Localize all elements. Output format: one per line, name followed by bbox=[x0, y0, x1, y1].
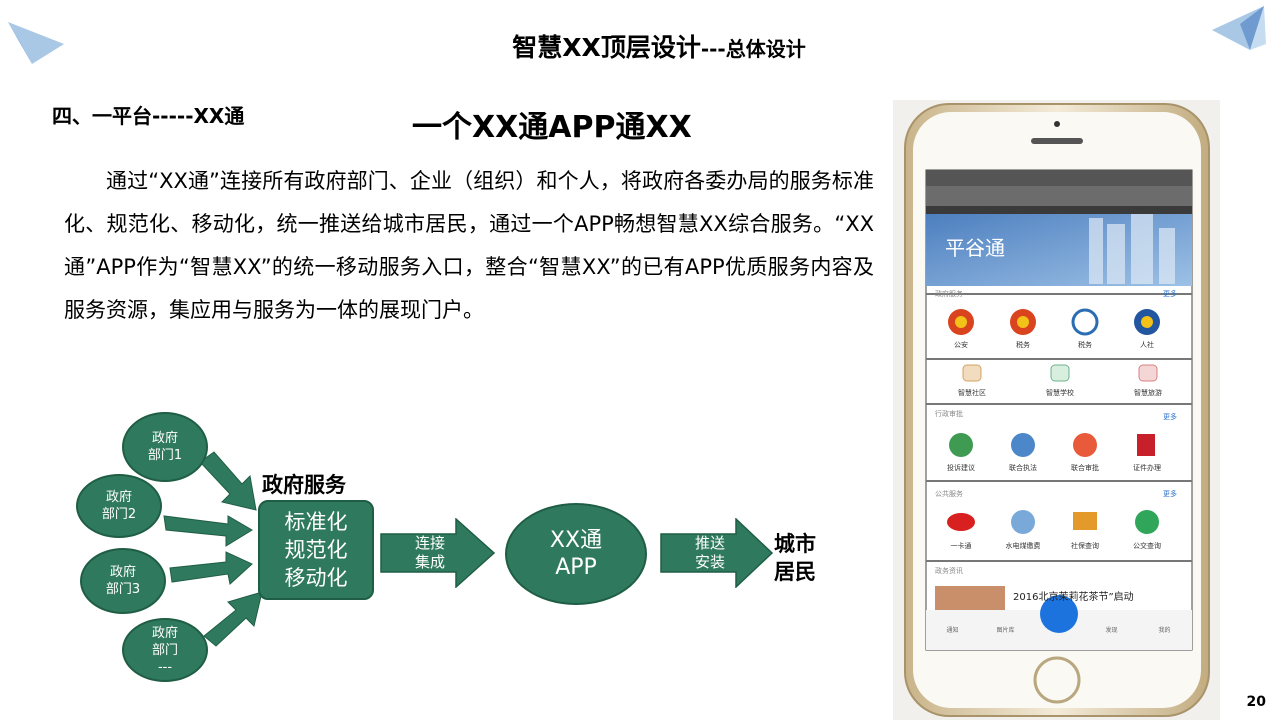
connect-arrow-line2: 集成 bbox=[414, 553, 445, 571]
phone-item-label[interactable]: 水电煤缴费 bbox=[1005, 542, 1041, 550]
push-arrow-line2: 安装 bbox=[694, 553, 725, 571]
phone-item-label[interactable]: 联合执法 bbox=[1009, 464, 1037, 472]
phone-news-item[interactable]: 2016北京茉莉花茶节”启动 bbox=[1013, 592, 1134, 603]
phone-item-label[interactable]: 智慧学校 bbox=[1046, 389, 1074, 397]
citizen-label: 城市 居民 bbox=[774, 530, 816, 586]
citizen-line1: 城市 bbox=[774, 532, 816, 556]
department-node-4: 政府 部门 --- bbox=[122, 618, 208, 682]
phone-item-label[interactable]: 公交查询 bbox=[1133, 542, 1161, 550]
department-3-line2: 部门3 bbox=[105, 582, 141, 597]
phone-tab-center[interactable] bbox=[1032, 625, 1085, 634]
phone-item-label[interactable]: 证件办理 bbox=[1133, 464, 1161, 472]
phone-tab-discover[interactable]: 发现 bbox=[1105, 627, 1118, 634]
headline: 一个XX通APP通XX bbox=[412, 110, 692, 145]
connect-arrow-label: 连接 集成 bbox=[402, 534, 458, 572]
body-paragraph: 通过“XX通”连接所有政府部门、企业（组织）和个人，将政府各委办局的服务标准化、… bbox=[64, 169, 874, 322]
department-node-3: 政府 部门3 bbox=[80, 548, 166, 614]
phone-mockup: 平谷通 政府服务 更多 行政审批 更多 公共服务 更多 公安 税务 税务 人社 … bbox=[893, 100, 1220, 720]
department-2-line2: 部门2 bbox=[101, 507, 137, 522]
phone-tab-notice[interactable]: 通知 bbox=[946, 627, 959, 634]
department-4-line2: 部门 bbox=[151, 642, 178, 658]
phone-row-3-labels: 投诉建议 联合执法 联合审批 证件办理 bbox=[926, 463, 1192, 473]
core-process-box: 标准化 规范化 移动化 bbox=[258, 500, 374, 600]
department-1-line1: 政府 bbox=[151, 431, 178, 446]
department-4-line1: 政府 bbox=[151, 625, 178, 641]
corner-decoration-right bbox=[1212, 6, 1266, 50]
department-node-2: 政府 部门2 bbox=[76, 474, 162, 538]
slide-title-main: 智慧XX顶层设计 bbox=[512, 33, 701, 62]
corner-decoration-left bbox=[8, 22, 64, 64]
phone-item-label[interactable]: 税务 bbox=[1016, 341, 1030, 349]
phone-item-label[interactable]: 人社 bbox=[1140, 341, 1154, 349]
gov-service-label: 政府服务 bbox=[262, 473, 346, 497]
slide-title-sub: ---总体设计 bbox=[700, 37, 806, 61]
phone-item-label[interactable]: 税务 bbox=[1078, 341, 1092, 349]
department-node-1: 政府 部门1 bbox=[122, 412, 208, 482]
department-4-line3: --- bbox=[157, 659, 173, 675]
phone-item-label[interactable]: 公安 bbox=[954, 341, 968, 349]
phone-section-title-1: 政府服务 bbox=[935, 290, 963, 298]
phone-banner-title: 平谷通 bbox=[945, 236, 1005, 260]
phone-row-4-labels: 一卡通 水电煤缴费 社保查询 公交查询 bbox=[926, 541, 1192, 551]
phone-item-label[interactable]: 投诉建议 bbox=[947, 464, 975, 472]
phone-item-label[interactable]: 一卡通 bbox=[950, 542, 972, 550]
citizen-line2: 居民 bbox=[774, 560, 816, 584]
push-arrow-line1: 推送 bbox=[694, 534, 725, 552]
phone-news-title: 政务资讯 bbox=[935, 567, 963, 575]
phone-illustration bbox=[893, 100, 1220, 720]
push-arrow bbox=[660, 518, 774, 588]
phone-section-more-3[interactable]: 更多 bbox=[1163, 413, 1177, 421]
app-node-line1: XX通 bbox=[549, 528, 603, 553]
core-line-2: 规范化 bbox=[284, 538, 348, 562]
phone-row-1-labels: 公安 税务 税务 人社 bbox=[926, 340, 1192, 350]
phone-tab-mine[interactable]: 我的 bbox=[1158, 627, 1171, 634]
phone-section-more-4[interactable]: 更多 bbox=[1163, 490, 1177, 498]
department-1-line2: 部门1 bbox=[147, 448, 183, 463]
core-line-3: 移动化 bbox=[284, 566, 348, 590]
phone-item-label[interactable]: 智慧社区 bbox=[958, 389, 986, 397]
connect-arrow-line1: 连接 bbox=[414, 534, 445, 552]
push-arrow-label: 推送 安装 bbox=[682, 534, 738, 572]
phone-row-2-labels: 智慧社区 智慧学校 智慧旅游 bbox=[926, 388, 1192, 398]
slide-title: 智慧XX顶层设计---总体设计 bbox=[0, 28, 1280, 64]
app-node-line2: APP bbox=[555, 555, 597, 580]
phone-item-label[interactable]: 联合审批 bbox=[1071, 464, 1099, 472]
department-2-line1: 政府 bbox=[105, 490, 132, 505]
phone-tab-gallery[interactable]: 图片库 bbox=[996, 627, 1015, 634]
phone-item-label[interactable]: 社保查询 bbox=[1071, 542, 1099, 550]
app-node: XX通 APP bbox=[505, 503, 647, 605]
department-3-line1: 政府 bbox=[109, 565, 136, 580]
phone-tab-bar: 通知 图片库 发现 我的 bbox=[926, 625, 1192, 634]
connect-arrow bbox=[380, 518, 496, 588]
section-heading: 四、一平台-----XX通 bbox=[52, 104, 245, 128]
core-line-1: 标准化 bbox=[284, 510, 348, 534]
phone-section-title-3: 行政审批 bbox=[935, 410, 963, 418]
page-number: 20 bbox=[1246, 694, 1266, 710]
phone-item-label[interactable]: 智慧旅游 bbox=[1134, 389, 1162, 397]
phone-section-title-4: 公共服务 bbox=[935, 490, 963, 498]
phone-section-more-1[interactable]: 更多 bbox=[1163, 290, 1177, 298]
